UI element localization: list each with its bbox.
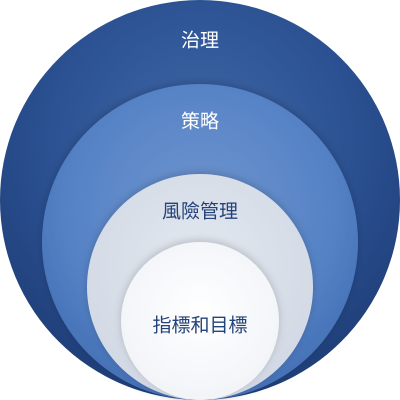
layer-label-metrics-and-targets: 指標和目標 [152, 315, 247, 337]
layer-label-strategy: 策略 [181, 111, 219, 133]
ring-inner [121, 242, 279, 400]
layer-label-governance: 治理 [181, 30, 219, 52]
layer-label-risk-management: 風險管理 [162, 201, 238, 223]
